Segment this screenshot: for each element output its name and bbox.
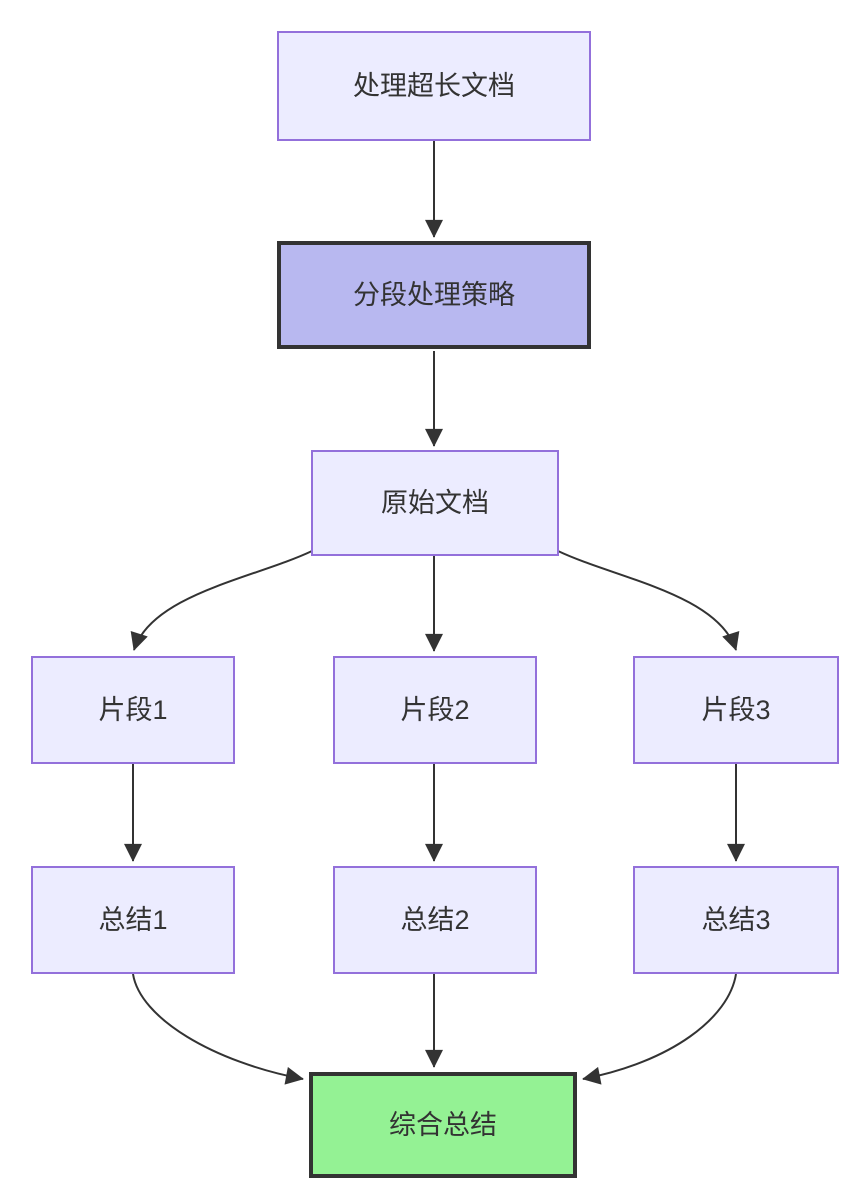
node-label: 片段1: [98, 694, 168, 725]
node-summary-2: 总结2: [333, 866, 537, 974]
node-fragment-1: 片段1: [31, 656, 235, 764]
node-summary-1: 总结1: [31, 866, 235, 974]
node-label: 总结1: [98, 904, 168, 935]
edge-C-D: [130, 550, 313, 651]
node-label: 分段处理策略: [353, 279, 515, 310]
node-label: 原始文档: [381, 487, 489, 518]
edge-C-F: [557, 550, 740, 651]
edge-I-J: [582, 973, 737, 1085]
node-summary-3: 总结3: [633, 866, 839, 974]
node-segmentation-strategy: 分段处理策略: [277, 241, 591, 349]
node-process-long-doc: 处理超长文档: [277, 31, 591, 141]
node-label: 总结2: [400, 904, 470, 935]
node-label: 片段3: [701, 694, 771, 725]
edge-G-J: [132, 973, 304, 1085]
node-fragment-3: 片段3: [633, 656, 839, 764]
node-combined-summary: 综合总结: [309, 1072, 577, 1178]
node-label: 片段2: [400, 694, 470, 725]
node-original-document: 原始文档: [311, 450, 559, 556]
node-label: 总结3: [701, 904, 771, 935]
node-label: 综合总结: [389, 1109, 497, 1140]
node-label: 处理超长文档: [353, 70, 515, 101]
node-fragment-2: 片段2: [333, 656, 537, 764]
